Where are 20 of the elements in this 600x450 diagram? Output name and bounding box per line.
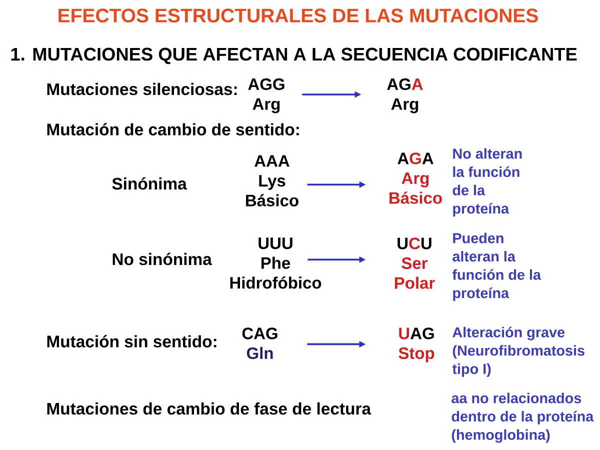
codon-text: UAG Stop xyxy=(398,328,434,362)
note-text: aa no relacionados dentro de la proteína (hemoglobina) xyxy=(452,392,594,443)
row-label: Mutaciones silenciosas: xyxy=(47,82,237,96)
note-text: No alteran la función de la proteína xyxy=(452,148,522,217)
row-label: No sinónima xyxy=(112,252,212,266)
codon-text: AGA Arg xyxy=(387,78,423,114)
codon-text: UUU Phe Hidrofóbico xyxy=(230,238,322,289)
codon-text: AGA Arg Básico xyxy=(390,152,442,204)
section-heading: 1. MUTACIONES QUE AFECTAN A LA SECUENCIA CODIFICANTE xyxy=(11,48,577,64)
note-text: Pueden alteran la función de la proteína xyxy=(452,232,542,302)
row-label: Mutación de cambio de sentido: xyxy=(47,123,299,136)
row-label: Sinónima xyxy=(112,177,187,190)
title: EFECTOS ESTRUCTURALES DE LAS MUTACIONES xyxy=(58,8,538,22)
codon-text: UCU Ser Polar xyxy=(394,238,435,289)
row-label: Mutación sin sentido: xyxy=(47,335,216,348)
codon-text: CAG Gln xyxy=(242,328,278,360)
note-text: Alteración grave (Neurofibromatosis tipo I) xyxy=(452,326,584,377)
row-label: Mutaciones de cambio de fase de lectura xyxy=(47,402,372,415)
codon-text: AGG Arg xyxy=(248,78,284,114)
codon-text: AAA Lys Básico xyxy=(246,155,298,206)
